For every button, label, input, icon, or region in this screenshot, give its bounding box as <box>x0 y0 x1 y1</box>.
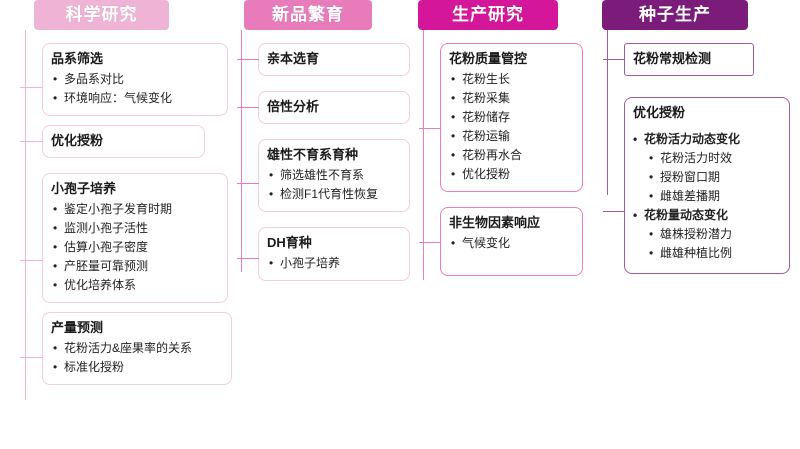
node-dh-yuzhong[interactable]: DH育种 小孢子培养 <box>237 227 410 281</box>
list-item[interactable]: 标准化授粉 <box>51 358 223 377</box>
trunk-line-new-variety-breeding <box>241 30 242 272</box>
node-title: 亲本选育 <box>267 51 320 66</box>
node-item-list: 花粉活力动态变化 花粉活力时效 授粉窗口期 雌雄差播期 花粉量动态变化 雄株授粉… <box>633 130 781 263</box>
trunk-line-science-research <box>25 30 26 400</box>
node-title: 品系筛选 <box>51 51 104 66</box>
list-item[interactable]: 雄株授粉潜力 <box>633 225 781 244</box>
list-item[interactable]: 环境响应：气候变化 <box>51 89 219 108</box>
list-item[interactable]: 花粉生长 <box>449 70 574 89</box>
node-feishengwu-yinsu-xiangying[interactable]: 非生物因素响应 气候变化 <box>419 207 583 276</box>
node-pinxi-shaixuan[interactable]: 品系筛选 多品系对比 环境响应：气候变化 <box>20 43 228 116</box>
connector-stub <box>237 183 259 184</box>
node-item-list: 花粉生长 花粉采集 花粉储存 花粉运输 花粉再水合 优化授粉 <box>449 70 574 184</box>
node-huafen-zhiliang-guankong[interactable]: 花粉质量管控 花粉生长 花粉采集 花粉储存 花粉运输 花粉再水合 优化授粉 <box>419 43 583 192</box>
node-item-list: 花粉活力&座果率的关系 标准化授粉 <box>51 339 223 377</box>
node-item-list: 气候变化 <box>449 234 574 253</box>
list-item[interactable]: 估算小孢子密度 <box>51 238 219 257</box>
list-item[interactable]: 花粉量动态变化 <box>633 206 781 225</box>
node-xiaobaozi-peiyang[interactable]: 小孢子培养 鉴定小孢子发育时期 监测小孢子活性 估算小孢子密度 产胚量可靠预测 … <box>20 173 228 303</box>
node-title: 花粉常规检测 <box>633 51 712 66</box>
node-item-list: 小孢子培养 <box>267 254 401 273</box>
node-xiongxing-buyuxi-yuzhong[interactable]: 雄性不育系育种 筛选雄性不育系 检测F1代育性恢复 <box>237 139 410 212</box>
node-stack-production-research: 花粉质量管控 花粉生长 花粉采集 花粉储存 花粉运输 花粉再水合 优化授粉 非生… <box>419 43 583 276</box>
node-chanliang-yuce[interactable]: 产量预测 花粉活力&座果率的关系 标准化授粉 <box>20 312 232 385</box>
connector-stub <box>237 59 259 60</box>
list-item[interactable]: 鉴定小孢子发育时期 <box>51 200 219 219</box>
connector-stub <box>419 128 441 129</box>
connector-stub <box>237 107 259 108</box>
node-youhua-shoufen-col3[interactable]: 优化授粉 花粉活力动态变化 花粉活力时效 授粉窗口期 雌雄差播期 花粉量动态变化… <box>603 97 790 274</box>
connector-stub <box>419 242 441 243</box>
connector-stub <box>20 87 43 88</box>
list-item[interactable]: 花粉再水合 <box>449 146 574 165</box>
connector-stub <box>20 141 43 142</box>
node-title: 小孢子培养 <box>51 181 117 196</box>
trunk-line-seed-production <box>607 30 608 195</box>
list-item[interactable]: 授粉窗口期 <box>633 168 781 187</box>
node-title: 产量预测 <box>51 320 104 335</box>
list-item[interactable]: 优化授粉 <box>449 165 574 184</box>
spacer <box>624 85 792 97</box>
node-title: 雄性不育系育种 <box>267 147 359 162</box>
column-header-seed-production[interactable]: 种子生产 <box>602 0 748 30</box>
connector-stub <box>20 357 43 358</box>
column-header-production-research[interactable]: 生产研究 <box>418 0 558 30</box>
connector-stub <box>237 258 259 259</box>
list-item[interactable]: 筛选雄性不育系 <box>267 166 401 185</box>
node-beixing-fenxi[interactable]: 倍性分析 <box>237 91 410 124</box>
list-item[interactable]: 花粉运输 <box>449 127 574 146</box>
list-item[interactable]: 监测小孢子活性 <box>51 219 219 238</box>
trunk-line-production-research <box>423 30 424 280</box>
node-youhua-shoufen-col0[interactable]: 优化授粉 <box>20 125 205 158</box>
list-item[interactable]: 花粉储存 <box>449 108 574 127</box>
list-item[interactable]: 检测F1代育性恢复 <box>267 185 401 204</box>
list-item[interactable]: 优化培养体系 <box>51 276 219 295</box>
list-item[interactable]: 花粉采集 <box>449 89 574 108</box>
node-qinben-xuanyu[interactable]: 亲本选育 <box>237 43 410 76</box>
connector-stub <box>20 260 43 261</box>
node-stack-new-variety-breeding: 亲本选育 倍性分析 雄性不育系育种 筛选雄性不育系 检测F1代育性恢复 DH育种 <box>237 43 411 281</box>
list-item[interactable]: 雌雄种植比例 <box>633 244 781 263</box>
column-header-new-variety-breeding[interactable]: 新品繁育 <box>244 0 372 30</box>
list-item[interactable]: 产胚量可靠预测 <box>51 257 219 276</box>
list-item[interactable]: 花粉活力时效 <box>633 149 781 168</box>
node-title: 非生物因素响应 <box>449 215 541 230</box>
connector-stub <box>603 211 625 212</box>
node-title: 优化授粉 <box>51 133 104 148</box>
column-science-research: 科学研究 品系筛选 多品系对比 环境响应：气候变化 优化授粉 小孢子培养 <box>18 0 232 400</box>
list-item[interactable]: 多品系对比 <box>51 70 219 89</box>
node-title: 倍性分析 <box>267 99 320 114</box>
node-stack-seed-production: 花粉常规检测 优化授粉 花粉活力动态变化 花粉活力时效 授粉窗口期 雌雄差播期 … <box>603 43 792 274</box>
list-item[interactable]: 气候变化 <box>449 234 574 253</box>
node-title: 花粉质量管控 <box>449 51 528 66</box>
node-stack-science-research: 品系筛选 多品系对比 环境响应：气候变化 优化授粉 小孢子培养 鉴定小孢子发育时… <box>20 43 232 385</box>
node-title: DH育种 <box>267 235 312 250</box>
column-production-research: 生产研究 花粉质量管控 花粉生长 花粉采集 花粉储存 花粉运输 花粉再水合 优化… <box>418 0 583 285</box>
column-seed-production: 种子生产 花粉常规检测 优化授粉 花粉活力动态变化 花粉活力时效 授粉窗口期 雌… <box>602 0 792 283</box>
node-item-list: 多品系对比 环境响应：气候变化 <box>51 70 219 108</box>
list-item[interactable]: 花粉活力&座果率的关系 <box>51 339 223 358</box>
list-item[interactable]: 花粉活力动态变化 <box>633 130 781 149</box>
column-header-science-research[interactable]: 科学研究 <box>34 0 169 30</box>
column-new-variety-breeding: 新品繁育 亲本选育 倍性分析 雄性不育系育种 筛选雄性不育系 检测F1代育性恢复 <box>236 0 411 290</box>
connector-stub <box>603 59 625 60</box>
node-huafen-changgui-jiance[interactable]: 花粉常规检测 <box>603 43 754 76</box>
list-item[interactable]: 小孢子培养 <box>267 254 401 273</box>
node-item-list: 鉴定小孢子发育时期 监测小孢子活性 估算小孢子密度 产胚量可靠预测 优化培养体系 <box>51 200 219 295</box>
node-item-list: 筛选雄性不育系 检测F1代育性恢复 <box>267 166 401 204</box>
node-title: 优化授粉 <box>633 105 686 120</box>
list-item[interactable]: 雌雄差播期 <box>633 187 781 206</box>
